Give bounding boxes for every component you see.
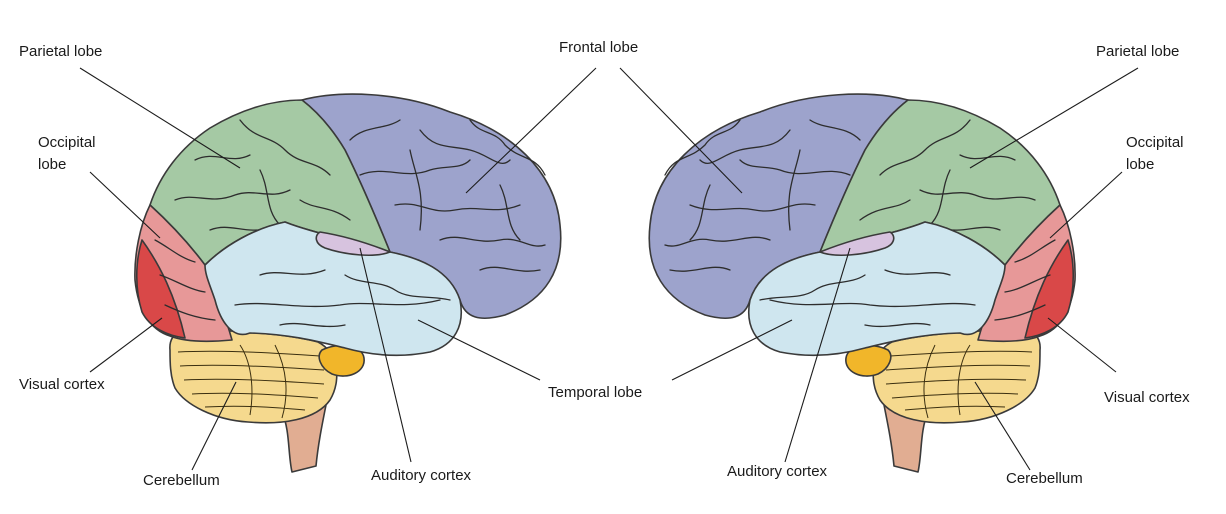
leader-visual-left — [89, 317, 163, 373]
leader-occipital-right — [1049, 171, 1123, 239]
leader-cerebellum-left — [191, 381, 237, 471]
leader-temporal-left — [417, 319, 541, 381]
leader-parietal-left — [79, 67, 241, 169]
leader-auditory-right — [784, 247, 851, 463]
label-parietal-lobe-right: Parietal lobe — [1096, 43, 1180, 60]
leader-frontal-right — [619, 67, 743, 194]
leader-parietal-right — [969, 67, 1139, 169]
leader-frontal-left — [465, 67, 597, 194]
right-brain-illustration — [648, 93, 1076, 473]
label-occipital-lobe-left-line1: Occipital — [38, 134, 96, 151]
label-occipital-lobe-right-line1: Occipital — [1126, 134, 1184, 151]
label-auditory-cortex-right: Auditory cortex — [727, 463, 828, 480]
label-occipital-lobe-right-line2: lobe — [1126, 156, 1155, 173]
label-cerebellum-right: Cerebellum — [1006, 470, 1083, 487]
label-cerebellum-left: Cerebellum — [143, 472, 220, 489]
leader-temporal-right — [671, 319, 793, 381]
leader-auditory-left — [359, 247, 412, 463]
label-temporal-lobe: Temporal lobe — [548, 384, 643, 401]
label-visual-cortex-right: Visual cortex — [1104, 389, 1190, 406]
label-occipital-lobe-left-line2: lobe — [38, 156, 67, 173]
label-frontal-lobe: Frontal lobe — [559, 39, 639, 56]
left-brain-illustration — [134, 93, 562, 473]
leader-occipital-left — [89, 171, 161, 239]
leader-cerebellum-right — [974, 381, 1031, 471]
label-visual-cortex-left: Visual cortex — [19, 376, 105, 393]
label-parietal-lobe-left: Parietal lobe — [19, 43, 103, 60]
leader-visual-right — [1047, 317, 1117, 373]
label-auditory-cortex-left: Auditory cortex — [371, 467, 472, 484]
